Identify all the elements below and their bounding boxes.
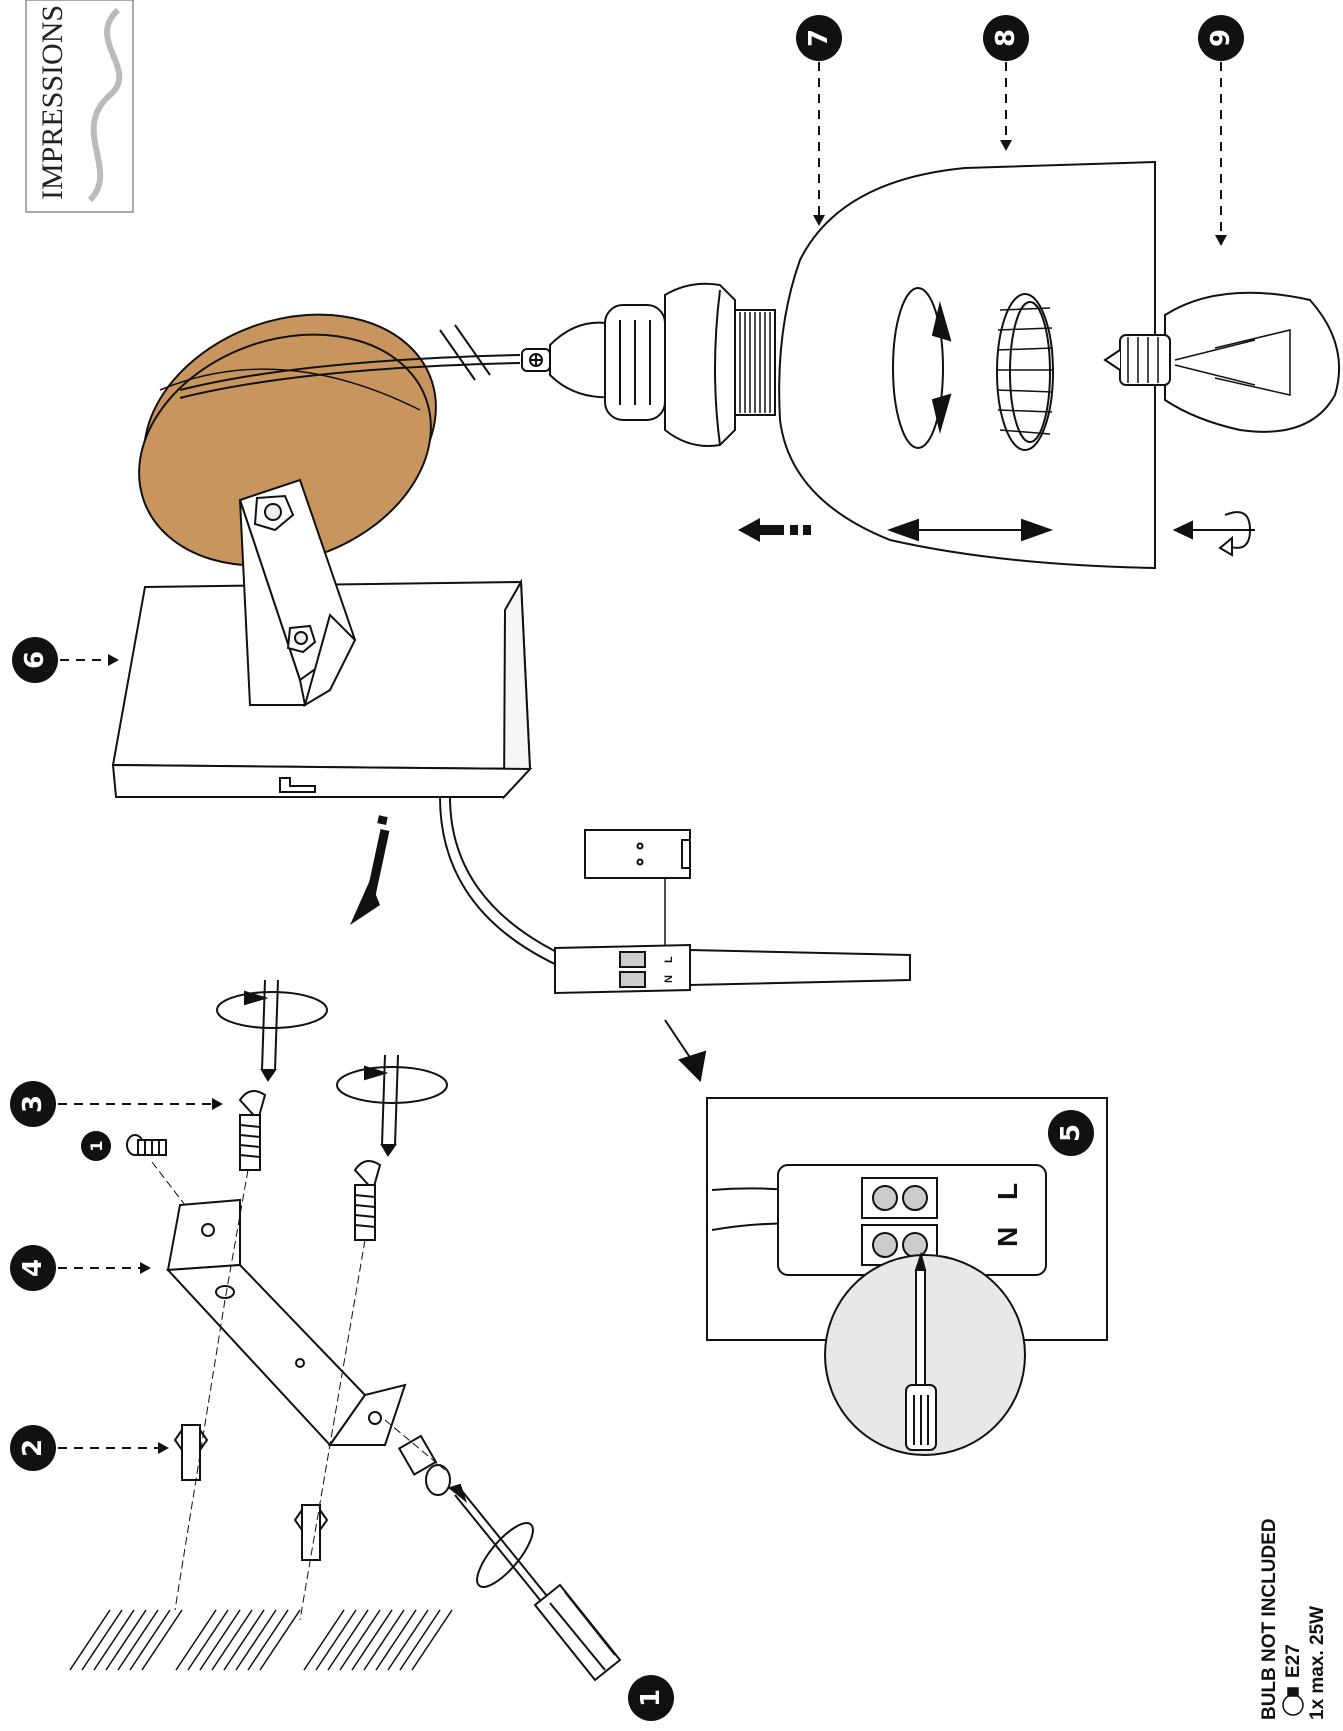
brand-logo: IMPRESSIONS living (25, 0, 134, 213)
svg-text:6: 6 (20, 651, 50, 669)
svg-text:3: 3 (18, 1095, 48, 1113)
arm-bracket (238, 478, 357, 708)
callout-1-small: 1 (81, 1131, 111, 1161)
bulb-info-line-3: 1x max. 25W (1307, 1606, 1328, 1720)
callout-6: 6 (12, 637, 58, 683)
rotate-arrow-icon-lower (336, 1054, 448, 1157)
alignment-lines (151, 1161, 446, 1621)
callout-3: 3 (10, 1081, 56, 1127)
svg-text:1: 1 (636, 1689, 666, 1707)
svg-text:2: 2 (18, 1439, 48, 1457)
svg-text:8: 8 (991, 29, 1021, 47)
svg-text:L: L (663, 956, 675, 963)
callout-9: 9 (1198, 15, 1244, 61)
bracket-screw-lower (397, 1434, 451, 1496)
callout-8: 8 (983, 15, 1029, 61)
lamp-shade (778, 160, 1156, 570)
wood-screw-lower (353, 1160, 382, 1241)
callout-2: 2 (10, 1425, 56, 1471)
wall-plug-upper (173, 1424, 209, 1481)
wooden-base-disc (138, 313, 437, 567)
terminal-label-l: L (992, 1183, 1023, 1200)
lightbulb (1103, 291, 1341, 433)
svg-text:1: 1 (87, 1140, 106, 1151)
assembly-down-arrow (350, 815, 390, 925)
bulb-info-line-1: BULB NOT INCLUDED (1259, 1518, 1280, 1720)
callout-7: 7 (796, 15, 842, 61)
svg-text:5: 5 (1056, 1124, 1086, 1142)
brand-logo-text: IMPRESSIONS living (36, 0, 69, 200)
power-cable-top (179, 324, 521, 399)
leader-arrowheads (108, 140, 1227, 1454)
nut-upper (253, 494, 295, 532)
screwdriver-magnifier (824, 1251, 1026, 1456)
svg-text:N: N (663, 975, 675, 983)
callout-1-bottom: 1 (628, 1675, 674, 1721)
callout-5: 5 (1048, 1110, 1094, 1156)
rotate-arrow-icon (1172, 511, 1255, 557)
wall-plug-lower (293, 1504, 329, 1561)
screwdriver-icon (905, 1251, 937, 1451)
wood-screw-upper (238, 1090, 267, 1171)
wall-bracket (165, 1198, 407, 1447)
svg-text:9: 9 (1206, 29, 1236, 47)
terminal-label-n: N (992, 1227, 1023, 1247)
shade-rotation-arrows (887, 287, 1053, 542)
rotate-arrow-icon-upper (216, 979, 328, 1082)
shade-ring (996, 293, 1054, 451)
junction-box (584, 829, 691, 948)
nut-lower (286, 624, 317, 654)
remove-direction-arrow (738, 518, 811, 542)
callout-4: 4 (10, 1245, 56, 1291)
bulb-info-line-2: E27 (1283, 1644, 1304, 1678)
cable-grommet (521, 348, 551, 372)
leader-lines (58, 62, 1222, 1449)
bulb-info: BULB NOT INCLUDED E27 1x max. 25W (1259, 1518, 1328, 1720)
installation-screwdriver (447, 1483, 622, 1682)
lightbulb-icon (1282, 1687, 1304, 1716)
zoom-pointer-arrow (664, 1019, 707, 1083)
svg-text:4: 4 (18, 1259, 48, 1277)
svg-text:7: 7 (804, 29, 834, 47)
terminal-connector-small: L N (554, 943, 911, 995)
wall-surface (69, 1609, 453, 1671)
lamp-socket (549, 282, 776, 447)
bracket-screw-small (126, 1134, 167, 1156)
power-cable-lower (439, 796, 586, 976)
